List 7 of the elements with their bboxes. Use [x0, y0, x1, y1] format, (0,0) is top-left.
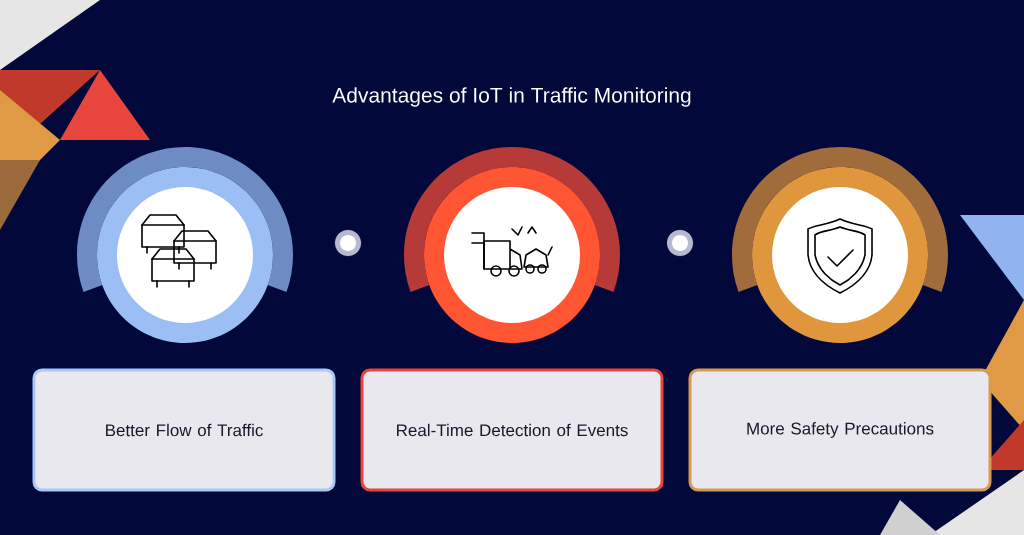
icon-circle: [732, 147, 948, 343]
text-box: Better Flow of Traffic: [32, 368, 336, 492]
text-box: More Safety Precautions: [688, 368, 992, 492]
title: Advantages of IoT in Traffic Monitoring: [332, 87, 691, 107]
text-box: Real-Time Detection of Events: [360, 368, 664, 492]
icon-circle: [77, 147, 293, 343]
icon-circle: [404, 147, 620, 343]
